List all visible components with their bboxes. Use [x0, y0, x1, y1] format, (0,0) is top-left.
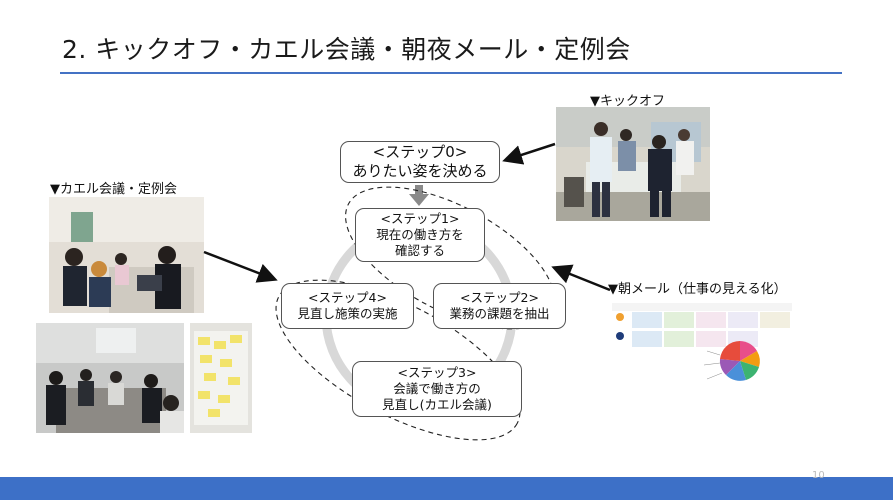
kickoff-photo [556, 107, 710, 221]
caption-morning-mail: ▼朝メール（仕事の見える化） [608, 282, 787, 297]
step1-box: <ステップ1> 現在の働き方を 確認する [355, 208, 485, 262]
step4-box: <ステップ4> 見直し施策の実施 [281, 283, 414, 329]
down-arrow-shaft [415, 185, 423, 195]
page-number: 10 [812, 470, 825, 481]
title-underline [60, 72, 842, 74]
step2-label: <ステップ2> [460, 290, 539, 305]
step2-text: 業務の課題を抽出 [449, 306, 550, 321]
step4-text: 見直し施策の実施 [297, 306, 398, 321]
step1-text-line1: 現在の働き方を [376, 227, 464, 242]
footer-bar [0, 477, 893, 500]
regular-meeting-photo [36, 323, 184, 433]
arrow-kaeru-to-step4 [203, 250, 278, 283]
step1-text-line2: 確認する [394, 243, 445, 258]
step0-text: ありたい姿を決める [352, 162, 488, 180]
down-arrow-head [409, 194, 429, 206]
step1-label: <ステップ1> [380, 211, 460, 226]
step3-text-line1: 会議で働き方の [393, 381, 481, 396]
step2-box: <ステップ2> 業務の課題を抽出 [433, 283, 566, 329]
step3-label: <ステップ3> [397, 365, 477, 380]
step0-label: <ステップ0> [372, 143, 468, 161]
kaeru-meeting-photo [49, 197, 204, 313]
caption-kaeru-meeting: ▼カエル会議・定例会 [50, 182, 177, 197]
morning-mail-screenshot [612, 303, 792, 395]
step0-box: <ステップ0> ありたい姿を決める [340, 141, 500, 183]
whiteboard-sticky-notes-photo [190, 323, 252, 433]
caption-kickoff: ▼キックオフ [590, 94, 665, 109]
slide-title: 2. キックオフ・カエル会議・朝夜メール・定例会 [62, 35, 631, 64]
arrow-mail-to-step2 [551, 264, 611, 292]
step3-text-line2: 見直し(カエル会議) [382, 397, 492, 412]
step4-label: <ステップ4> [308, 290, 387, 305]
arrow-kickoff-to-step0 [502, 142, 556, 165]
step3-box: <ステップ3> 会議で働き方の 見直し(カエル会議) [352, 361, 522, 417]
